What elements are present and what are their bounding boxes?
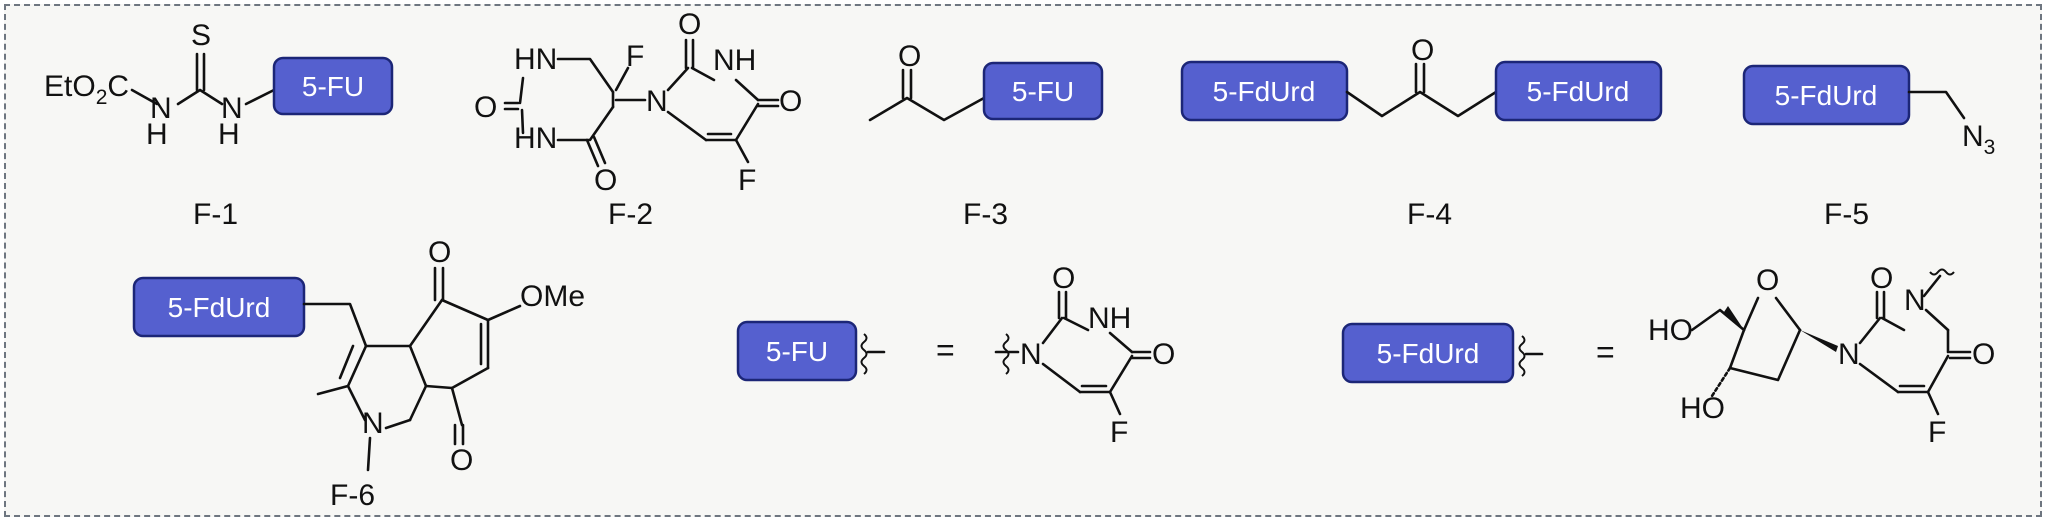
f1-5fu-label: 5-FU <box>302 71 364 102</box>
f6-fdurd-box <box>132 276 306 338</box>
legend-5fu: 5-FU = N O NH O F <box>736 262 1175 449</box>
legend-5fdurd-label: 5-FdUrd <box>1377 338 1480 369</box>
compound-f6: 5-FdUrd N O OMe O F-6 <box>132 236 585 512</box>
f2-hn-top: HN <box>514 43 557 76</box>
f2-f-bottom: F <box>738 164 756 197</box>
legend-5fdurd-box <box>1341 322 1515 384</box>
f4-o: O <box>1411 34 1434 67</box>
f5-fdurd-label: 5-FdUrd <box>1775 80 1878 111</box>
f6-label: F-6 <box>330 479 375 512</box>
compound-f4: 5-FdUrd O 5-FdUrd F-4 <box>1180 34 1663 231</box>
legend-5fu-nh: NH <box>1088 302 1131 335</box>
f2-nh: NH <box>713 44 756 77</box>
f3-5fu-label: 5-FU <box>1012 76 1074 107</box>
compound-f1: EtO2C N H S N H 5-FU F-1 <box>44 19 394 231</box>
legend-fdurd-n1: N <box>1838 338 1860 371</box>
compound-f2: HN O HN O F N O NH O F F-2 <box>474 8 802 231</box>
legend-fdurd-f: F <box>1928 416 1946 449</box>
f1-n2: N <box>221 92 243 125</box>
legend-fdurd-o-ring: O <box>1756 264 1779 297</box>
f2-o-left: O <box>474 91 497 124</box>
f1-ester-text: EtO2C <box>44 70 129 109</box>
f2-label: F-2 <box>608 198 653 231</box>
legend-fdurd-ho-top: HO <box>1648 314 1693 347</box>
f5-fdurd-box <box>1742 64 1911 126</box>
f2-o-bottom: O <box>594 164 617 197</box>
f3-label: F-3 <box>963 198 1008 231</box>
legend-fdurd-ho-bottom: HO <box>1680 392 1725 425</box>
f6-o-bottom: O <box>450 444 473 477</box>
f1-5fu-box <box>272 56 394 116</box>
legend-fdurd-n3: N <box>1904 284 1926 317</box>
legend-5fu-n: N <box>1020 338 1042 371</box>
legend-5fdurd: 5-FdUrd = HO O HO N O N O F <box>1341 262 1995 449</box>
f2-f-top: F <box>626 40 644 73</box>
legend-5fu-box <box>736 320 858 382</box>
f6-fdurd-label: 5-FdUrd <box>168 292 271 323</box>
legend-5fu-f: F <box>1110 416 1128 449</box>
f4-fdurd-label-left: 5-FdUrd <box>1213 76 1316 107</box>
legend-5fdurd-equals: = <box>1596 334 1615 370</box>
f6-ome: OMe <box>520 280 585 313</box>
f1-s: S <box>191 19 211 52</box>
f1-h2: H <box>218 118 240 151</box>
legend-fdurd-o-right: O <box>1972 338 1995 371</box>
f2-hn-bottom: HN <box>514 122 557 155</box>
f1-n1: N <box>150 92 172 125</box>
compound-f3: O 5-FU F-3 <box>868 40 1104 231</box>
f3-5fu-box <box>982 61 1104 121</box>
f2-n1: N <box>646 85 668 118</box>
legend-fdurd-o-top: O <box>1870 262 1893 295</box>
legend-5fu-equals: = <box>936 332 955 368</box>
f3-o: O <box>898 40 921 73</box>
f2-o-top: O <box>678 8 701 41</box>
legend-5fu-label: 5-FU <box>766 336 828 367</box>
f1-label: F-1 <box>193 198 238 231</box>
f4-fdurd-box-right <box>1494 60 1663 122</box>
f1-h1: H <box>146 118 168 151</box>
legend-5fu-o-top: O <box>1052 262 1075 295</box>
f2-o-right: O <box>779 85 802 118</box>
f5-label: F-5 <box>1824 198 1869 231</box>
compound-f5: 5-FdUrd N3 F-5 <box>1742 64 1995 231</box>
f5-azide: N3 <box>1962 120 1995 159</box>
f4-fdurd-label-right: 5-FdUrd <box>1527 76 1630 107</box>
f6-n: N <box>362 407 384 440</box>
f4-label: F-4 <box>1407 198 1452 231</box>
legend-5fu-o-right: O <box>1152 338 1175 371</box>
f6-o-top: O <box>428 236 451 269</box>
